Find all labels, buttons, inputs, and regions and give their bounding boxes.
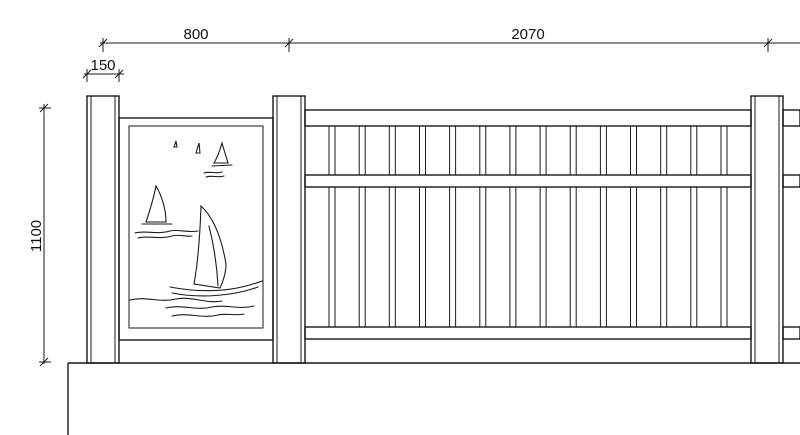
baluster xyxy=(449,125,457,176)
railing-rails xyxy=(304,109,800,340)
baluster xyxy=(419,125,426,176)
baluster xyxy=(509,186,517,328)
distant-sail-1 xyxy=(173,140,178,148)
baluster xyxy=(720,125,728,176)
wave-line-3 xyxy=(171,313,245,317)
right-bottom-rail-stub xyxy=(782,326,800,340)
bottom-rail xyxy=(304,326,752,340)
post-middle xyxy=(272,95,306,364)
baluster xyxy=(479,186,487,328)
distant-sail-2 xyxy=(195,142,201,154)
baluster xyxy=(388,186,396,328)
foundation-base xyxy=(67,362,800,435)
decorative-panel xyxy=(118,117,274,341)
baluster xyxy=(630,186,637,328)
baluster xyxy=(660,186,668,328)
top-rail xyxy=(304,109,752,127)
baluster xyxy=(419,186,426,328)
wave-line-1 xyxy=(129,297,223,303)
baluster xyxy=(539,186,547,328)
baluster xyxy=(328,125,336,176)
balusters xyxy=(328,125,728,328)
sailboat-motif xyxy=(129,140,263,317)
distant-boat-3 xyxy=(213,140,229,164)
dimension-label-1100: 1100 xyxy=(28,220,45,252)
post-right xyxy=(750,95,784,364)
post-left xyxy=(86,95,120,364)
right-middle-rail-stub xyxy=(782,174,800,188)
middle-rail xyxy=(304,174,752,188)
baluster xyxy=(479,125,487,176)
dimension-label-800: 800 xyxy=(183,26,208,43)
baluster xyxy=(358,186,366,328)
baluster xyxy=(388,125,396,176)
dimension-line-post: 150 xyxy=(82,57,124,82)
dimension-line-height: 1100 xyxy=(28,103,51,367)
dimension-label-150: 150 xyxy=(90,57,115,74)
baluster xyxy=(630,125,637,176)
baluster xyxy=(599,125,607,176)
baluster xyxy=(690,125,698,176)
baluster xyxy=(328,186,336,328)
baluster xyxy=(690,186,698,328)
right-top-rail-stub xyxy=(782,109,800,127)
baluster xyxy=(720,186,728,328)
baluster xyxy=(449,186,457,328)
boat-hull xyxy=(169,280,263,292)
large-sailboat xyxy=(193,204,227,289)
baluster xyxy=(569,186,577,328)
baluster xyxy=(509,125,517,176)
baluster xyxy=(569,125,577,176)
middle-sailboat xyxy=(145,184,167,223)
baluster xyxy=(599,186,607,328)
dimension-line-top: 800 2070 xyxy=(98,26,800,52)
baluster xyxy=(358,125,366,176)
wave-line-2 xyxy=(165,305,255,309)
baluster xyxy=(660,125,668,176)
dimension-label-2070: 2070 xyxy=(511,26,544,43)
baluster xyxy=(539,125,547,176)
